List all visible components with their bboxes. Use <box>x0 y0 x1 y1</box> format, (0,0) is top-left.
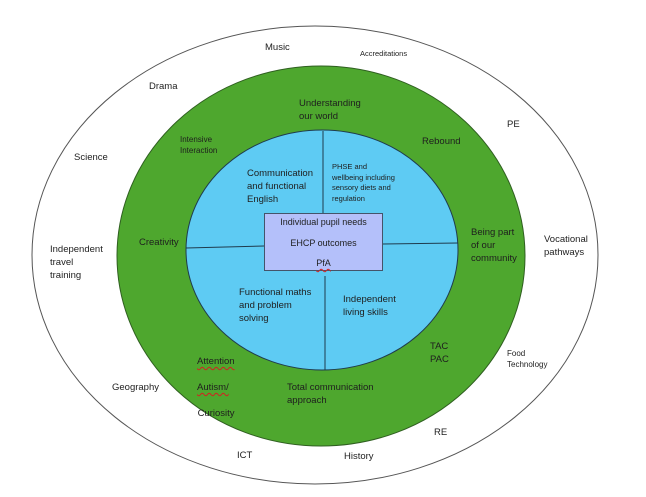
label-curiosity: Curiosity <box>197 408 235 419</box>
quadrant-communication-english: Communication and functional English <box>247 168 313 205</box>
label-geography: Geography <box>112 382 160 393</box>
label-food-technology: Food Technology <box>507 349 548 369</box>
center-label-ehcp: EHCP outcomes <box>290 237 357 248</box>
quadrant-independent-living: Independent living skills <box>343 294 396 318</box>
label-being-part-of-community: Being part of our community <box>471 227 517 264</box>
label-pe: PE <box>507 119 520 130</box>
label-understanding-our-world: Understanding our world <box>299 98 361 122</box>
label-attention-autism-curiosity: Attention Autism/ Curiosity <box>187 342 235 433</box>
label-attention: Attention <box>197 356 235 367</box>
label-vocational-pathways: Vocational pathways <box>544 234 588 258</box>
divider-horizontal-right <box>382 242 459 245</box>
label-re: RE <box>434 427 448 438</box>
center-label-pupil-needs: Individual pupil needs <box>280 217 367 227</box>
label-rebound: Rebound <box>422 136 461 147</box>
label-autism: Autism/ <box>197 382 229 393</box>
label-drama: Drama <box>149 81 178 92</box>
center-label-pfa: PfA <box>316 258 331 268</box>
quadrant-functional-maths: Functional maths and problem solving <box>239 287 312 324</box>
center-box: Individual pupil needs EHCP outcomes PfA <box>264 213 383 271</box>
label-music: Music <box>265 42 290 53</box>
label-tac-pac: TAC PAC <box>430 341 449 365</box>
label-total-communication: Total communication approach <box>287 382 374 406</box>
label-accreditations: Accreditations <box>360 49 408 58</box>
label-ict: ICT <box>237 450 253 461</box>
divider-horizontal-left <box>185 245 265 249</box>
label-independent-travel-training: Independent travel training <box>50 244 103 281</box>
label-creativity: Creativity <box>139 237 179 248</box>
label-science: Science <box>74 152 108 163</box>
label-intensive-interaction: Intensive Interaction <box>180 135 218 155</box>
label-history: History <box>344 451 374 462</box>
quadrant-phse-wellbeing: PHSE and wellbeing including sensory die… <box>332 162 395 203</box>
